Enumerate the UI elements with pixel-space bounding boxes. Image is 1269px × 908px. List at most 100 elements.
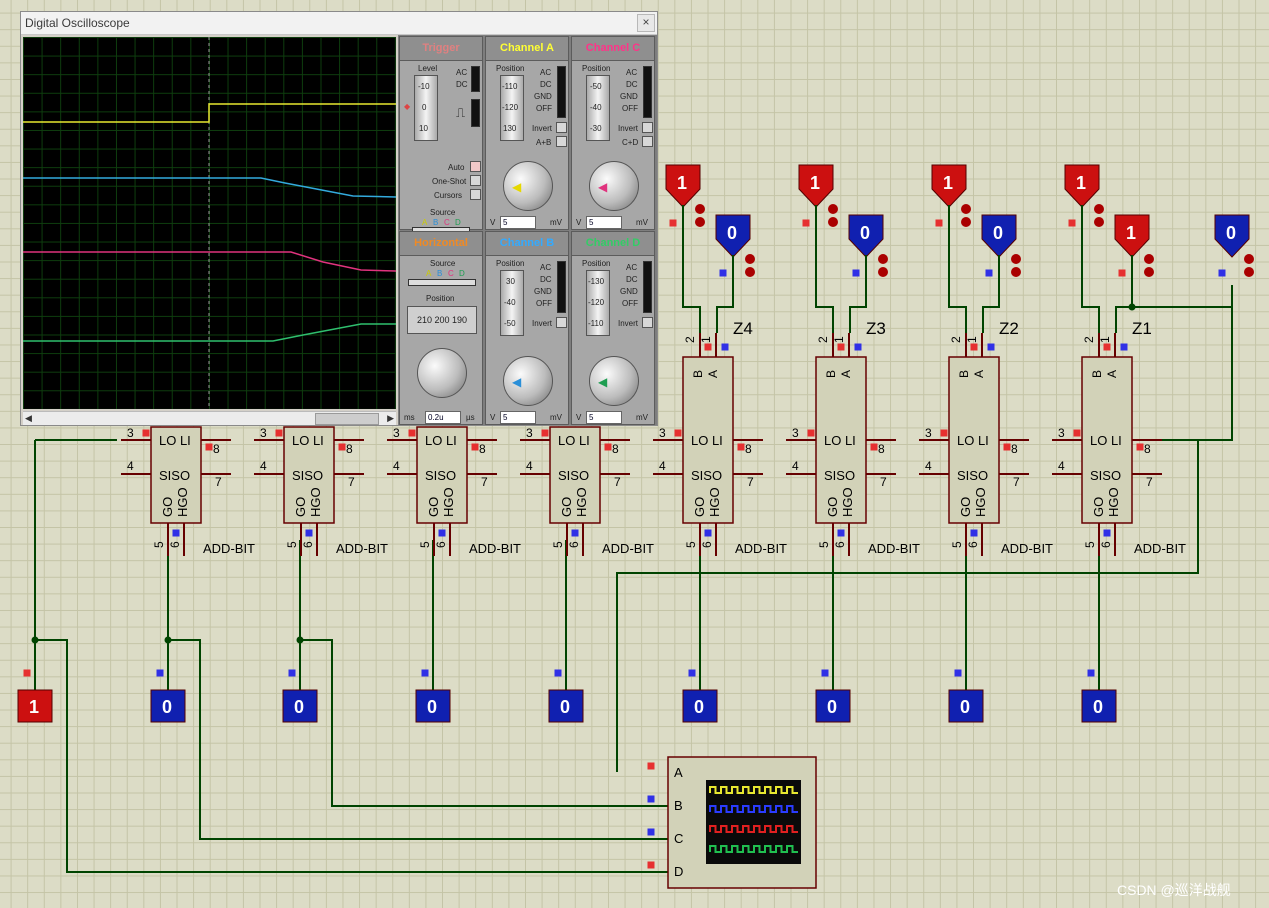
- logic-state-source[interactable]: [682, 689, 718, 723]
- logic-state-source[interactable]: [282, 689, 318, 723]
- logic-state-source[interactable]: [815, 689, 851, 723]
- pin-marker: [205, 443, 213, 451]
- oscilloscope-title-bar[interactable]: Digital Oscilloscope ×: [21, 12, 657, 35]
- channel-c-add-button[interactable]: [642, 136, 653, 147]
- channel-a-volts-knob[interactable]: ◀: [503, 161, 553, 211]
- logic-state-probe[interactable]: [1114, 214, 1150, 258]
- module-body[interactable]: [682, 356, 734, 524]
- logic-state-source[interactable]: [548, 689, 584, 723]
- logic-state-source[interactable]: [948, 689, 984, 723]
- logic-state-probe[interactable]: [715, 214, 751, 258]
- logic-state-source[interactable]: [150, 689, 186, 723]
- channel-b-coupling-switch[interactable]: [557, 261, 566, 313]
- channel-d-invert-button[interactable]: [642, 317, 653, 328]
- logic-state-probe[interactable]: [931, 164, 967, 208]
- channel-b-volts-value[interactable]: 5: [500, 411, 536, 424]
- wire: [982, 255, 1000, 333]
- logic-state-value: 0: [560, 697, 570, 717]
- trigger-edge-switch[interactable]: [471, 99, 480, 127]
- channel-c-invert-button[interactable]: [642, 122, 653, 133]
- timebase-knob[interactable]: [417, 348, 467, 398]
- channel-d-volts-value[interactable]: 5: [586, 411, 622, 424]
- toggle-down-icon[interactable]: [961, 217, 971, 227]
- toggle-up-icon[interactable]: [828, 204, 838, 214]
- toggle-up-icon[interactable]: [1144, 254, 1154, 264]
- toggle-up-icon[interactable]: [878, 254, 888, 264]
- horizontal-scrollbar[interactable]: ◀ ▶: [23, 411, 396, 425]
- channel-a-add-button[interactable]: [556, 136, 567, 147]
- channel-b-position-scale[interactable]: 30 -40 -50: [500, 270, 524, 336]
- scroll-right-icon[interactable]: ▶: [387, 413, 394, 423]
- channel-c-position-scale[interactable]: -50 -40 -30: [586, 75, 610, 141]
- pin-number: 4: [260, 459, 267, 473]
- toggle-down-icon[interactable]: [878, 267, 888, 277]
- trace-display: [23, 37, 397, 409]
- logic-state-probe[interactable]: [1214, 214, 1250, 258]
- toggle-up-icon[interactable]: [961, 204, 971, 214]
- channel-c-coupling-switch[interactable]: [643, 66, 652, 118]
- module-body[interactable]: [1081, 356, 1133, 524]
- logic-state-source[interactable]: [415, 689, 451, 723]
- toggle-down-icon[interactable]: [1094, 217, 1104, 227]
- horizontal-source-slider[interactable]: [408, 279, 476, 286]
- toggle-down-icon[interactable]: [745, 267, 755, 277]
- toggle-up-icon[interactable]: [745, 254, 755, 264]
- channel-c-volts-value[interactable]: 5: [586, 216, 622, 229]
- toggle-down-icon[interactable]: [828, 217, 838, 227]
- logic-state-probe[interactable]: [665, 164, 701, 208]
- horizontal-position-wheel[interactable]: 210 200 190: [407, 306, 477, 334]
- toggle-up-icon[interactable]: [1094, 204, 1104, 214]
- trace-channel-c: [23, 251, 397, 272]
- scroll-left-icon[interactable]: ◀: [25, 413, 32, 423]
- cursors-button[interactable]: [470, 189, 481, 200]
- level-label: Level: [418, 64, 438, 73]
- pin-marker: [471, 443, 479, 451]
- channel-a-volts-value[interactable]: 5: [500, 216, 536, 229]
- module-body[interactable]: [283, 426, 335, 524]
- channel-a-coupling-switch[interactable]: [557, 66, 566, 118]
- module-label: Z2: [999, 319, 1019, 338]
- pin-marker: [1103, 529, 1111, 537]
- channel-d-coupling-switch[interactable]: [643, 261, 652, 313]
- toggle-up-icon[interactable]: [1011, 254, 1021, 264]
- toggle-down-icon[interactable]: [1011, 267, 1021, 277]
- toggle-down-icon[interactable]: [1244, 267, 1254, 277]
- auto-button[interactable]: [470, 161, 481, 172]
- logic-state-probe[interactable]: [798, 164, 834, 208]
- oscilloscope-window[interactable]: Digital Oscilloscope × ◀ ▶ Trigger Level…: [20, 11, 658, 426]
- watermark: CSDN @巡洋战舰: [1117, 882, 1231, 898]
- logic-state-probe[interactable]: [981, 214, 1017, 258]
- one-shot-button[interactable]: [470, 175, 481, 186]
- close-icon[interactable]: ×: [637, 14, 655, 32]
- module-go-label: GO: [692, 497, 707, 517]
- module-go-label: GO: [160, 497, 175, 517]
- channel-c-volts-knob[interactable]: ◀: [589, 161, 639, 211]
- scroll-thumb[interactable]: [315, 413, 379, 425]
- trigger-source-label: Source: [430, 208, 456, 217]
- channel-b-invert-button[interactable]: [556, 317, 567, 328]
- module-body[interactable]: [815, 356, 867, 524]
- pin-marker: [721, 343, 729, 351]
- channel-a-position-scale[interactable]: -110 -120 130: [500, 75, 524, 141]
- toggle-down-icon[interactable]: [1144, 267, 1154, 277]
- module-body[interactable]: [416, 426, 468, 524]
- level-scale[interactable]: -10 0 10: [414, 75, 438, 141]
- logic-state-source[interactable]: [17, 689, 53, 723]
- timebase-value[interactable]: 0.2u: [425, 411, 461, 424]
- oscilloscope-screen: [23, 37, 397, 409]
- channel-d-position-scale[interactable]: -130 -120 -110: [586, 270, 610, 336]
- logic-state-probe[interactable]: [1064, 164, 1100, 208]
- toggle-up-icon[interactable]: [1244, 254, 1254, 264]
- logic-state-probe[interactable]: [848, 214, 884, 258]
- trigger-coupling-switch[interactable]: [471, 66, 480, 92]
- channel-a-invert-button[interactable]: [556, 122, 567, 133]
- pin-number: 5: [418, 541, 432, 548]
- module-output-label: ADD-BIT: [602, 541, 654, 556]
- logic-state-source[interactable]: [1081, 689, 1117, 723]
- channel-d-volts-knob[interactable]: ◀: [589, 356, 639, 406]
- pin-marker: [704, 343, 712, 351]
- toggle-down-icon[interactable]: [695, 217, 705, 227]
- toggle-up-icon[interactable]: [695, 204, 705, 214]
- channel-b-volts-knob[interactable]: ◀: [503, 356, 553, 406]
